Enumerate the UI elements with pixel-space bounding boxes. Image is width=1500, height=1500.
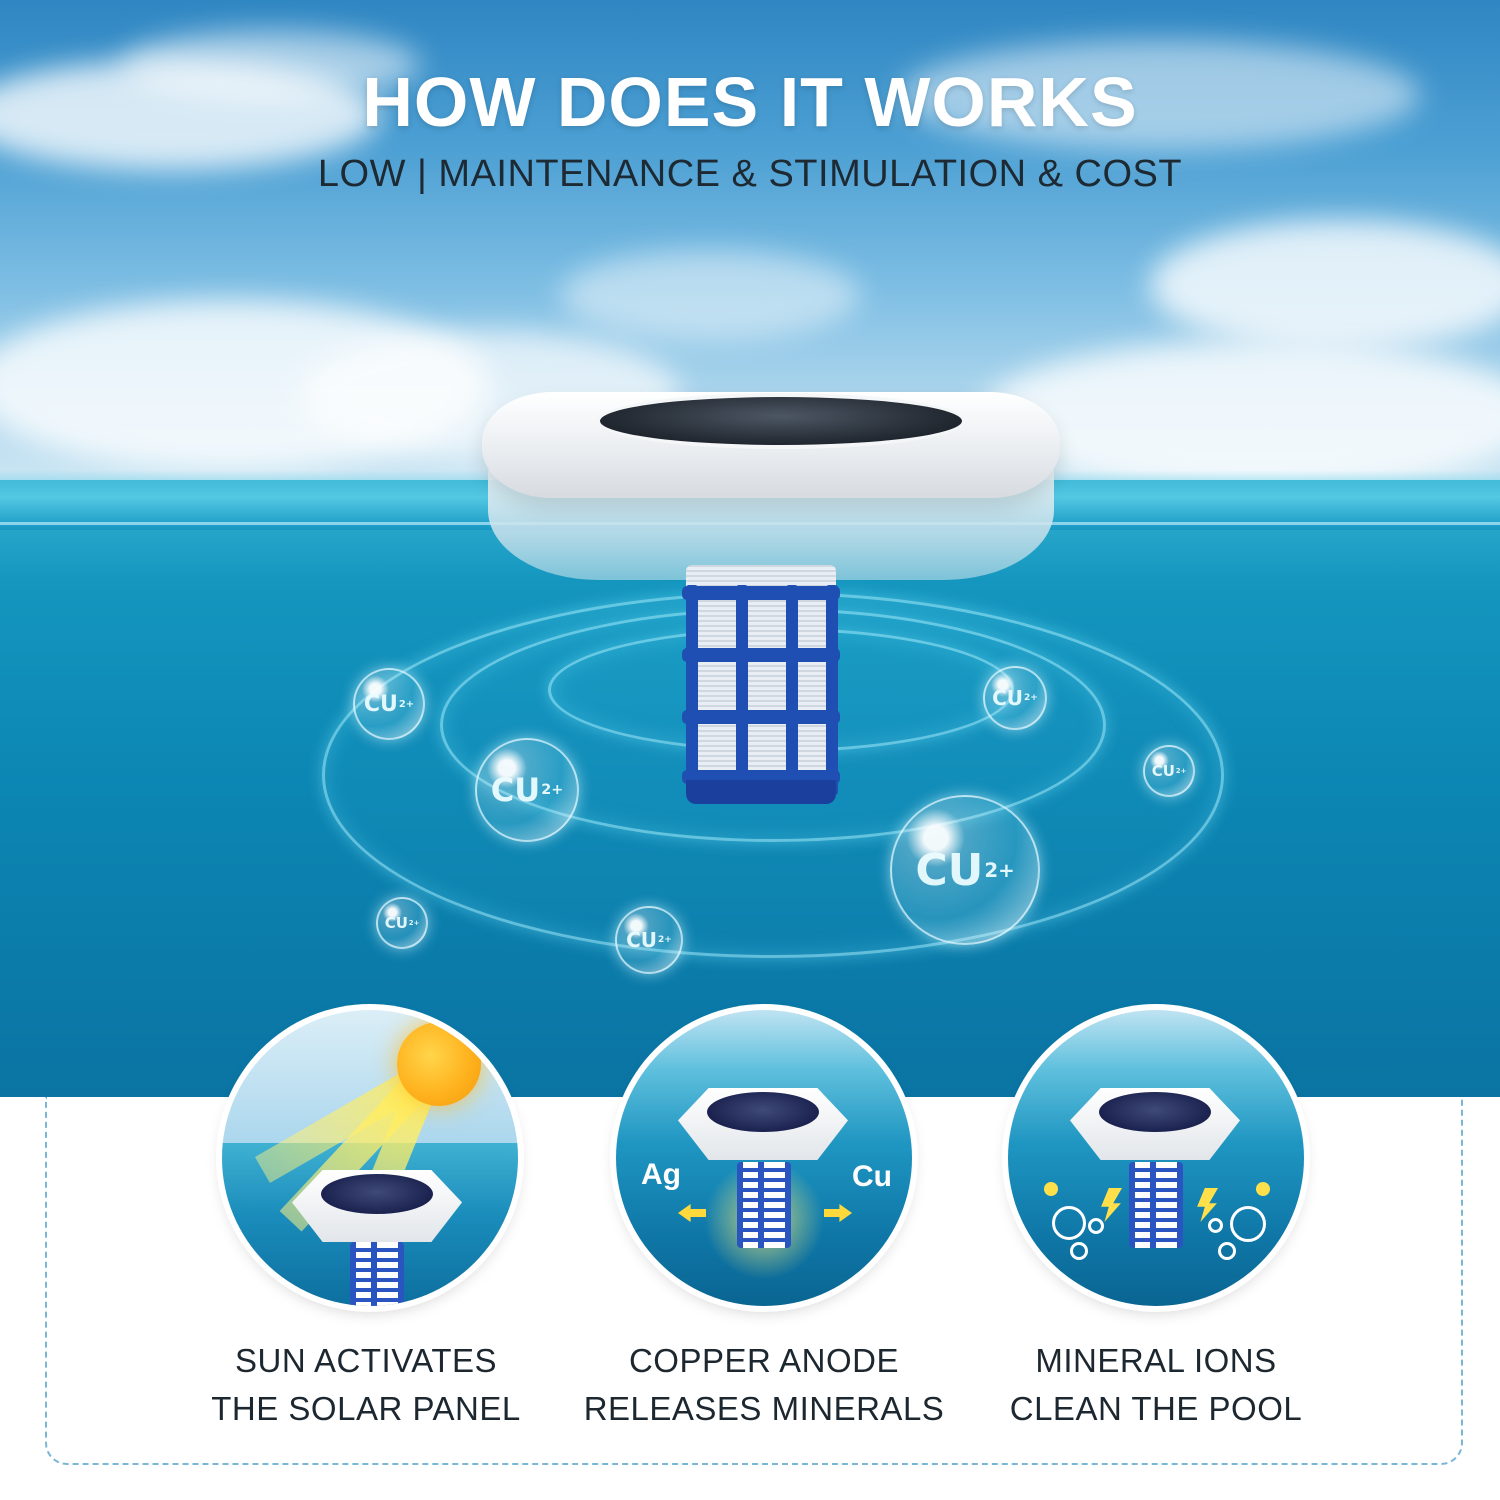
ion-ring xyxy=(1070,1242,1088,1260)
cage-bar xyxy=(686,585,698,795)
cloud xyxy=(560,250,860,340)
step-3-caption: MINERAL IONS CLEAN THE POOL xyxy=(966,1337,1346,1433)
mini-solar-panel xyxy=(1099,1092,1211,1132)
step-3-line-2: CLEAN THE POOL xyxy=(1009,1390,1303,1427)
anode-filter xyxy=(686,565,836,800)
cage-bar xyxy=(786,585,798,795)
solar-panel xyxy=(596,393,966,449)
ion-ring xyxy=(1052,1206,1086,1240)
steps-panel-border xyxy=(45,1097,1463,1465)
cage-ring xyxy=(682,648,840,662)
step-1-line-2: THE SOLAR PANEL xyxy=(211,1390,521,1427)
ion-ring xyxy=(1044,1182,1058,1196)
mini-solar-panel xyxy=(321,1174,433,1214)
cloud xyxy=(120,30,420,100)
cage-ring xyxy=(682,586,840,600)
ion-symbol: CU xyxy=(490,771,541,809)
step-1-caption: SUN ACTIVATES THE SOLAR PANEL xyxy=(176,1337,556,1433)
mini-anode-filter xyxy=(350,1242,404,1306)
cage-ring xyxy=(682,710,840,724)
ion-charge: 2+ xyxy=(398,698,415,710)
silver-ion-label: Ag xyxy=(641,1158,681,1191)
mini-solar-panel xyxy=(707,1092,819,1132)
step-3-illustration xyxy=(1008,1010,1304,1306)
ion-symbol: CU xyxy=(363,691,398,717)
mini-anode-filter xyxy=(737,1162,791,1248)
cloud xyxy=(900,40,1420,150)
cage-bar xyxy=(826,585,838,795)
step-3-line-1: MINERAL IONS xyxy=(1035,1342,1277,1379)
ion-ring xyxy=(1230,1206,1266,1242)
ion-symbol: CU xyxy=(1151,762,1175,780)
ion-ring xyxy=(1218,1242,1236,1260)
ion-symbol: CU xyxy=(915,844,984,896)
cloud xyxy=(1150,220,1500,350)
copper-ion-label: Cu xyxy=(852,1160,892,1193)
ion-charge: 2+ xyxy=(541,782,564,798)
page-title: HOW DOES IT WORKS xyxy=(362,63,1138,141)
step-2-illustration: Ag Cu xyxy=(616,1010,912,1306)
ion-charge: 2+ xyxy=(984,858,1015,882)
ion-charge: 2+ xyxy=(408,919,420,927)
step-1-line-1: SUN ACTIVATES xyxy=(235,1342,497,1379)
ion-symbol: CU xyxy=(384,914,408,932)
ion-ring xyxy=(1256,1182,1270,1196)
ion-symbol: CU xyxy=(992,686,1024,710)
ion-ring xyxy=(1088,1218,1104,1234)
step-1-illustration xyxy=(222,1010,518,1306)
ion-charge: 2+ xyxy=(658,935,672,945)
page-subtitle: LOW | MAINTENANCE & STIMULATION & COST xyxy=(317,153,1183,195)
sun-icon xyxy=(397,1022,481,1106)
ion-charge: 2+ xyxy=(1175,767,1187,775)
step-2-caption: COPPER ANODE RELEASES MINERALS xyxy=(574,1337,954,1433)
ion-symbol: CU xyxy=(626,928,658,952)
ion-charge: 2+ xyxy=(1024,693,1038,703)
step-2-line-1: COPPER ANODE xyxy=(628,1342,900,1379)
ion-ring xyxy=(1208,1218,1223,1233)
cloud xyxy=(980,340,1500,490)
step-2-line-2: RELEASES MINERALS xyxy=(583,1390,945,1427)
mini-anode-filter xyxy=(1129,1162,1183,1248)
cage-base xyxy=(686,780,836,804)
cage-bar xyxy=(736,585,748,795)
